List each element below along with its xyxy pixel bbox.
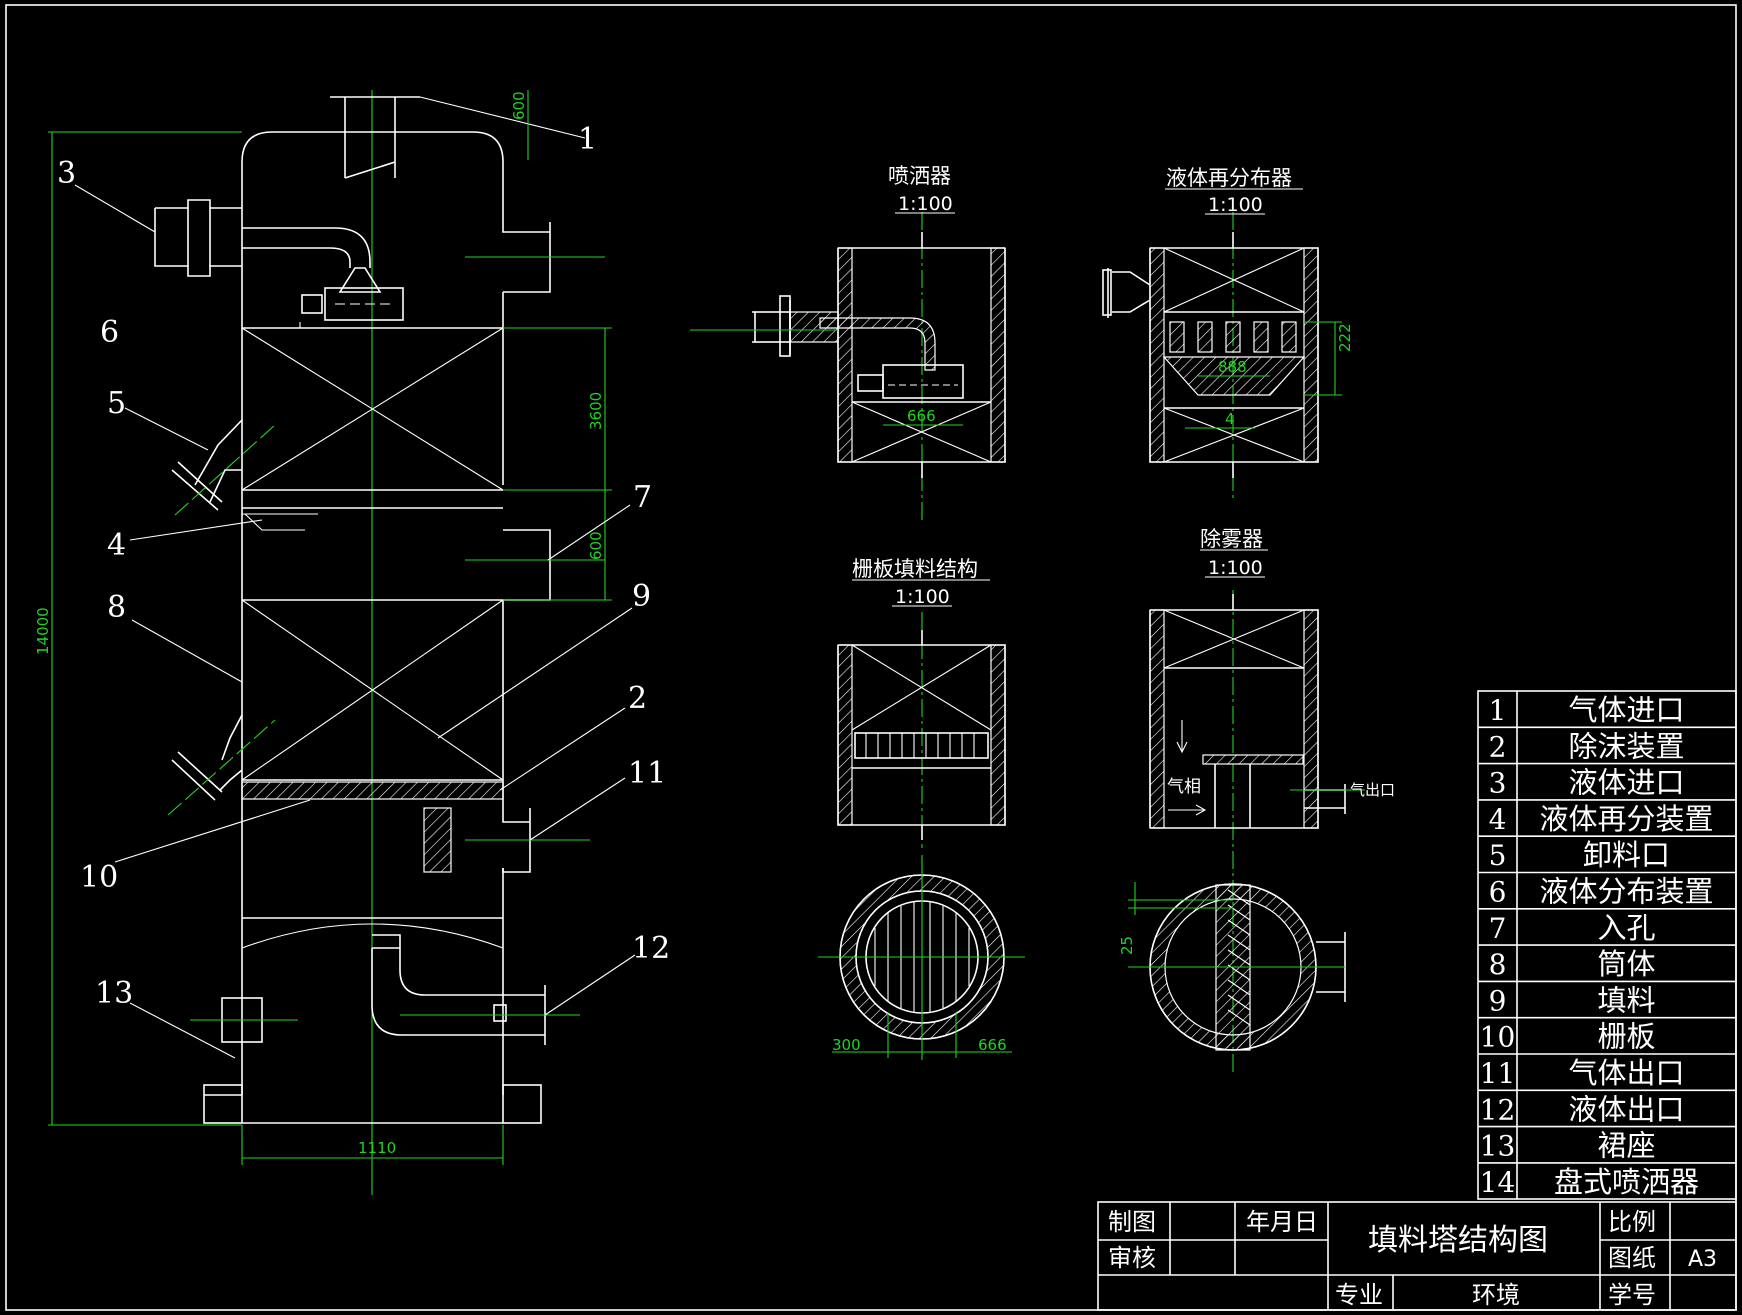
part-number: 12 [1480,1093,1516,1126]
part-number: 14 [1480,1166,1516,1199]
part-number: 1 [1489,694,1507,727]
redistributor-title: 液体再分布器 [1166,166,1292,190]
tb-sheet-label: 图纸 [1608,1244,1656,1272]
part-number: 4 [1489,803,1507,836]
tb-date-label: 年月日 [1246,1208,1318,1236]
detail-grid [818,612,1025,1060]
tb-major-value: 环境 [1472,1281,1520,1309]
part-name: 除沫装置 [1568,729,1684,763]
callout-11: 11 [628,756,666,791]
dim-1110: 1110 [358,1139,396,1157]
redistributor-dim-222: 222 [1336,323,1354,352]
part-number: 9 [1489,984,1507,1017]
detail-redistributor [1102,212,1342,500]
demister-title: 除雾器 [1200,527,1263,551]
part-number: 10 [1480,1021,1516,1054]
dim-600-mid: 600 [587,531,605,560]
drawing-border [5,4,1737,1311]
part-name: 气体出口 [1568,1056,1684,1090]
part-name: 液体进口 [1568,766,1684,800]
part-number: 8 [1489,948,1507,981]
title-block [1097,1201,1737,1311]
part-number: 7 [1489,912,1507,945]
part-name: 液体分布装置 [1539,875,1713,909]
grid-dim-300: 300 [832,1036,861,1054]
part-name: 液体再分装置 [1539,802,1713,836]
callout-9: 9 [632,579,651,614]
demister-scale: 1:100 [1208,557,1263,579]
detail-sprayer [690,212,1006,522]
part-name: 填料 [1597,983,1655,1017]
part-name: 筒体 [1597,947,1655,981]
part-name: 卸料口 [1583,838,1670,872]
demister-gas-out: 气出口 [1350,781,1395,799]
sprayer-scale: 1:100 [898,193,953,215]
grid-dim-666: 666 [978,1036,1007,1054]
callout-10: 10 [80,860,118,895]
grid-title: 栅板填料结构 [852,557,978,581]
part-name: 裙座 [1597,1129,1655,1163]
part-number: 13 [1480,1130,1516,1163]
detail-demister [1128,590,1365,1075]
callout-7: 7 [633,480,652,515]
dim-600-top: 600 [510,91,528,120]
callout-5: 5 [107,386,126,421]
callout-3: 3 [57,156,76,191]
callout-13: 13 [95,976,133,1011]
redistributor-dim-4: 4 [1225,410,1235,428]
sprayer-title: 喷洒器 [888,164,951,188]
callout-6: 6 [100,315,119,350]
callout-8: 8 [107,590,126,625]
callout-4: 4 [107,528,126,563]
part-number: 2 [1489,730,1507,763]
redistributor-dim-888: 888 [1218,358,1247,376]
callout-12: 12 [632,931,670,966]
part-number: 5 [1489,839,1507,872]
part-number: 6 [1489,876,1507,909]
tb-drawn-label: 制图 [1108,1208,1156,1236]
tb-sheet-value: A3 [1688,1247,1717,1272]
part-name: 栅板 [1597,1020,1655,1054]
redistributor-scale: 1:100 [1208,194,1263,216]
part-name: 气体进口 [1568,693,1684,727]
tb-major-label: 专业 [1335,1281,1383,1309]
tb-scale-label: 比例 [1608,1208,1656,1236]
parts-list-rows: 1 气体进口 2 除沫装置 3 液体进口 4 液体再分装置 5 卸料口 6 液体分布装置 7 入孔 8 筒体 9… [1478,693,1736,1199]
tb-student-label: 学号 [1608,1281,1656,1309]
main-column [154,90,605,1195]
demister-dim-25: 25 [1118,936,1136,955]
sprayer-dim-666: 666 [907,407,936,425]
part-number: 3 [1489,767,1507,800]
leader-lines [74,184,636,1059]
callout-1: 1 [578,122,597,157]
dim-14000: 14000 [34,607,52,655]
part-name: 入孔 [1597,911,1655,945]
callout-2: 2 [628,681,647,716]
drawing-title: 填料塔结构图 [1368,1223,1548,1258]
part-name: 液体出口 [1568,1092,1684,1126]
dimension-lines [48,90,612,1165]
dim-3600: 3600 [587,392,605,430]
part-name: 盘式喷洒器 [1554,1165,1699,1199]
part-number: 11 [1480,1057,1516,1090]
grid-scale: 1:100 [895,586,950,608]
tb-checked-label: 审核 [1108,1244,1156,1272]
demister-gas-in: 气相 [1167,777,1201,797]
